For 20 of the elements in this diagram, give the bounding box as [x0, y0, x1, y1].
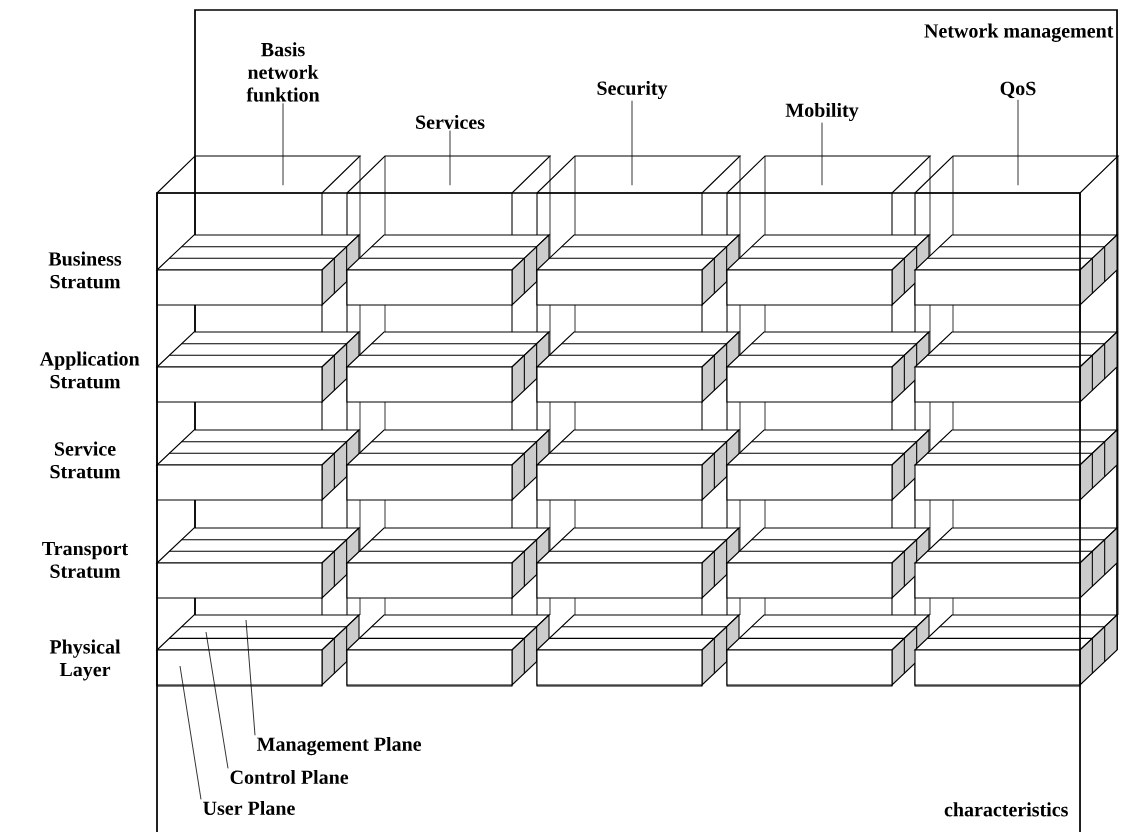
leader-line [449, 130, 451, 186]
plane-label: Control Plane [230, 770, 349, 785]
plane-label: Management Plane [256, 736, 422, 756]
row-label: Service Stratum [50, 441, 121, 479]
leader-line [1017, 99, 1019, 186]
leader-line [205, 631, 229, 769]
column-label: Mobility [785, 102, 859, 122]
column-label: Services [416, 115, 485, 130]
leader-line [631, 100, 633, 186]
row-label: Physical Layer [49, 639, 121, 681]
leader-line [821, 122, 823, 186]
row-label: Transport Stratum [42, 542, 129, 578]
plane-label: User Plane [203, 801, 295, 816]
column-label: QoS [1000, 81, 1036, 99]
row-label: Business Stratum [48, 251, 122, 289]
column-label: Basis network funktion [246, 42, 320, 102]
leader-line [179, 665, 202, 800]
column-label: Security [597, 80, 668, 100]
leader-line [282, 102, 284, 186]
leader-line [245, 619, 256, 736]
